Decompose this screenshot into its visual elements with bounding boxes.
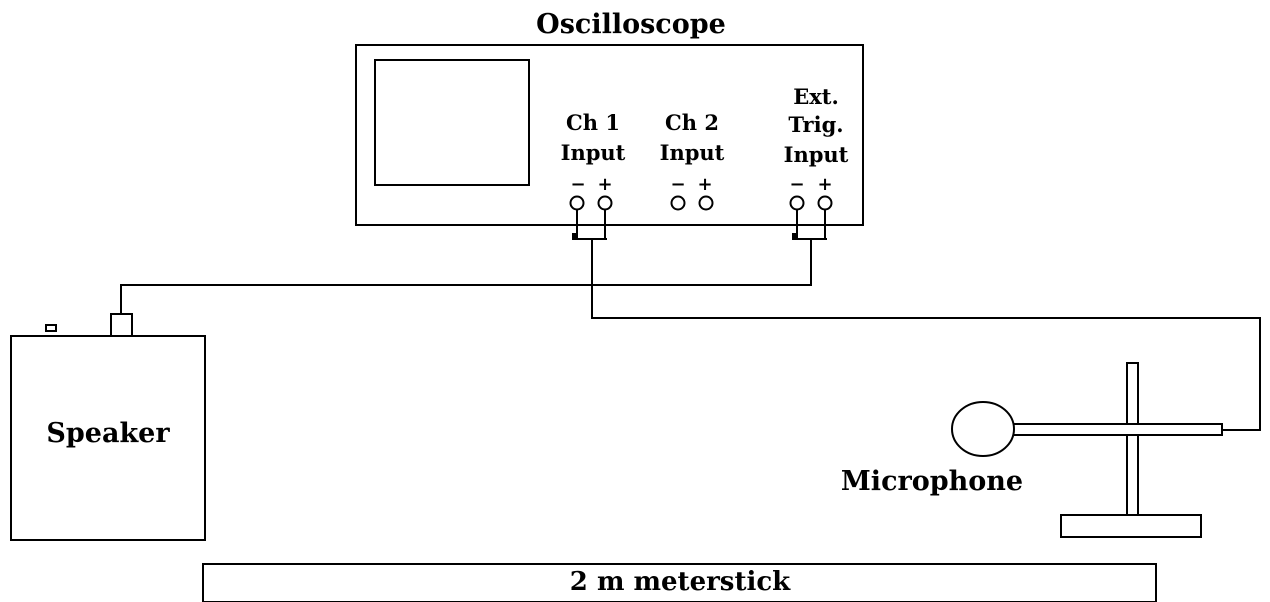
microphone-cable — [591, 239, 1261, 431]
ext-label-line3: Input — [784, 142, 849, 167]
speaker-jack — [110, 313, 133, 337]
ch2-label-line1: Ch 2 — [665, 110, 719, 135]
speaker: Speaker — [10, 313, 206, 541]
ext-plus-sign: + — [817, 174, 832, 195]
oscilloscope-body — [355, 44, 864, 226]
oscilloscope: Oscilloscope Ch 1 Input Ch 2 Input Ext. … — [355, 9, 864, 240]
ext-plus-terminal — [817, 195, 833, 211]
ch2-plus-terminal — [698, 195, 714, 211]
ext-label-line2: Trig. — [788, 112, 843, 137]
stand-pole — [1126, 362, 1139, 516]
microphone: Microphone — [841, 401, 1223, 497]
speaker-box — [10, 335, 206, 541]
speaker-cable — [120, 239, 812, 314]
ch2-minus-sign: − — [670, 174, 685, 195]
ch1-label-line1: Ch 1 — [566, 110, 620, 135]
ch2-plus-sign: + — [697, 174, 712, 195]
ch1-plus-terminal — [597, 195, 613, 211]
microphone-label: Microphone — [841, 466, 1023, 497]
ch2-label-line2: Input — [660, 140, 725, 165]
stand-base — [1060, 514, 1202, 538]
oscilloscope-title: Oscilloscope — [536, 9, 726, 40]
ch1-minus-sign: − — [570, 174, 585, 195]
meterstick-bar — [202, 563, 1157, 602]
speaker-knob — [45, 324, 57, 332]
ch1-connector — [572, 209, 607, 240]
ch2-minus-terminal — [670, 195, 686, 211]
ext-minus-terminal — [789, 195, 805, 211]
ch1-label-line2: Input — [561, 140, 626, 165]
meterstick-label: 2 m meterstick — [570, 567, 791, 597]
oscilloscope-screen — [374, 59, 530, 186]
ext-label-line1: Ext. — [793, 84, 839, 109]
ch1-plus-sign: + — [597, 174, 612, 195]
microphone-head — [951, 401, 1015, 457]
microphone-stand — [1060, 362, 1202, 538]
microphone-arm — [1011, 423, 1223, 436]
meterstick: 2 m meterstick — [202, 563, 1157, 602]
ch1-minus-terminal — [569, 195, 585, 211]
ext-minus-sign: − — [789, 174, 804, 195]
speaker-label: Speaker — [46, 418, 170, 449]
